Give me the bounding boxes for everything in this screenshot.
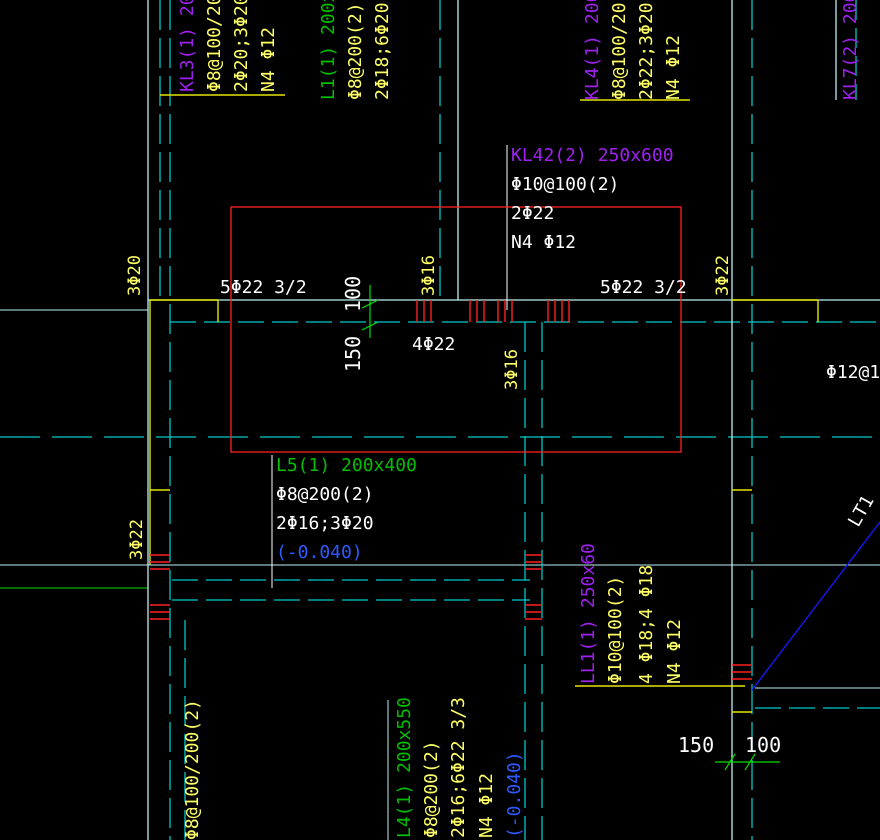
rebar-3c22-right: 3Φ22 — [713, 255, 733, 296]
left-bottom-stirrup: Φ8@100/200(2) — [182, 699, 203, 840]
dim-100-upper: 100 — [341, 276, 365, 312]
ll1-stirrup: Φ10@100(2) — [605, 576, 626, 684]
ll1-callout[interactable]: LL1(1) 250x60 Φ10@100(2) 4 Φ18;4 Φ18 N4 … — [578, 543, 685, 684]
ll1-name: LL1(1) 250x60 — [578, 543, 599, 684]
l4-bottom-callout[interactable]: L4(1) 200x550 Φ8@200(2) 2Φ16;6Φ22 3/3 N4… — [394, 697, 525, 838]
selection-rectangle[interactable] — [230, 206, 682, 453]
rebar-left-top: 5Φ22 3/2 — [220, 277, 307, 298]
l4-side: N4 Φ12 — [476, 773, 497, 838]
ll1-bars: 4 Φ18;4 Φ18 — [636, 565, 657, 684]
l4-elevation: (-0.040) — [504, 751, 525, 838]
kl3-name: KL3(1) 200 — [177, 0, 198, 92]
stair-lines — [751, 521, 880, 691]
dim-lower-tick-a — [724, 753, 736, 771]
rebar-right-top: 5Φ22 3/2 — [600, 277, 687, 298]
kl4-stirrup: Φ8@100/20 — [609, 2, 630, 100]
rebar-right-edge: Φ12@1 — [826, 362, 880, 383]
kl4-name: KL4(1) 200x — [582, 0, 603, 100]
kl42-side-bars: N4 Φ12 — [511, 232, 576, 253]
kl4-bars: 2Φ22;3Φ20 — [636, 2, 657, 100]
l1-bars: 2Φ18;6Φ20 — [372, 2, 393, 100]
dim-upper-tick-a — [361, 299, 379, 309]
support-lines — [149, 94, 819, 713]
kl3-top-callout[interactable]: KL3(1) 200 Φ8@100/20 2Φ20;3Φ20 N4 Φ12 — [177, 0, 279, 92]
l4-name: L4(1) 200x550 — [394, 697, 415, 838]
kl7-name: KL7(2) 200x — [840, 0, 861, 100]
kl3-bars: 2Φ20;3Φ20 — [231, 0, 252, 92]
kl3-stirrup: Φ8@100/20 — [204, 0, 225, 92]
l5-bars: 2Φ16;3Φ20 — [276, 513, 374, 534]
l1-stirrup: Φ8@200(2) — [345, 2, 366, 100]
l1-top-callout[interactable]: L1(1) 200x55 Φ8@200(2) 2Φ18;6Φ20 — [318, 0, 393, 100]
l5-elevation: (-0.040) — [276, 542, 363, 563]
dimension-markers — [361, 285, 780, 771]
dim-150-upper: 150 — [341, 336, 365, 372]
rebar-ticks — [150, 300, 752, 680]
rebar-bottom-mid: 4Φ22 — [412, 334, 455, 355]
kl7-top-callout[interactable]: KL7(2) 200x — [840, 0, 861, 100]
rebar-3c16-upper: 3Φ16 — [419, 255, 439, 296]
dim-upper-tick-b — [361, 321, 379, 331]
kl42-name: KL42(2) 250x600 — [511, 145, 674, 166]
l4-bars: 2Φ16;6Φ22 3/3 — [448, 697, 469, 838]
ll1-side: N4 Φ12 — [664, 619, 685, 684]
rebar-3c20: 3Φ20 — [125, 255, 145, 296]
l5-name: L5(1) 200x400 — [276, 455, 417, 476]
dim-lower-tick-b — [744, 753, 756, 771]
kl4-top-callout[interactable]: KL4(1) 200x Φ8@100/20 2Φ22;3Φ20 N4 Φ12 — [582, 0, 684, 100]
kl42-stirrup: Φ10@100(2) — [511, 174, 619, 195]
dim-100-lower: 100 — [745, 733, 781, 757]
kl42-callout[interactable]: KL42(2) 250x600 Φ10@100(2) 2Φ22 N4 Φ12 — [511, 145, 674, 253]
kl4-side: N4 Φ12 — [663, 35, 684, 100]
leader-lines — [271, 145, 508, 588]
kl42-top-bars: 2Φ22 — [511, 203, 554, 224]
l5-stirrup: Φ8@200(2) — [276, 484, 374, 505]
rebar-3c22-left: 3Φ22 — [127, 519, 147, 560]
l5-callout[interactable]: L5(1) 200x400 Φ8@200(2) 2Φ16;3Φ20 (-0.04… — [276, 455, 417, 563]
stair-diagonal — [751, 521, 880, 691]
kl3-side: N4 Φ12 — [258, 27, 279, 92]
rebar-3c16-lower: 3Φ16 — [502, 349, 522, 390]
l4-stirrup: Φ8@200(2) — [421, 740, 442, 838]
dim-150-lower: 150 — [678, 733, 714, 757]
l1-name: L1(1) 200x55 — [318, 0, 339, 100]
